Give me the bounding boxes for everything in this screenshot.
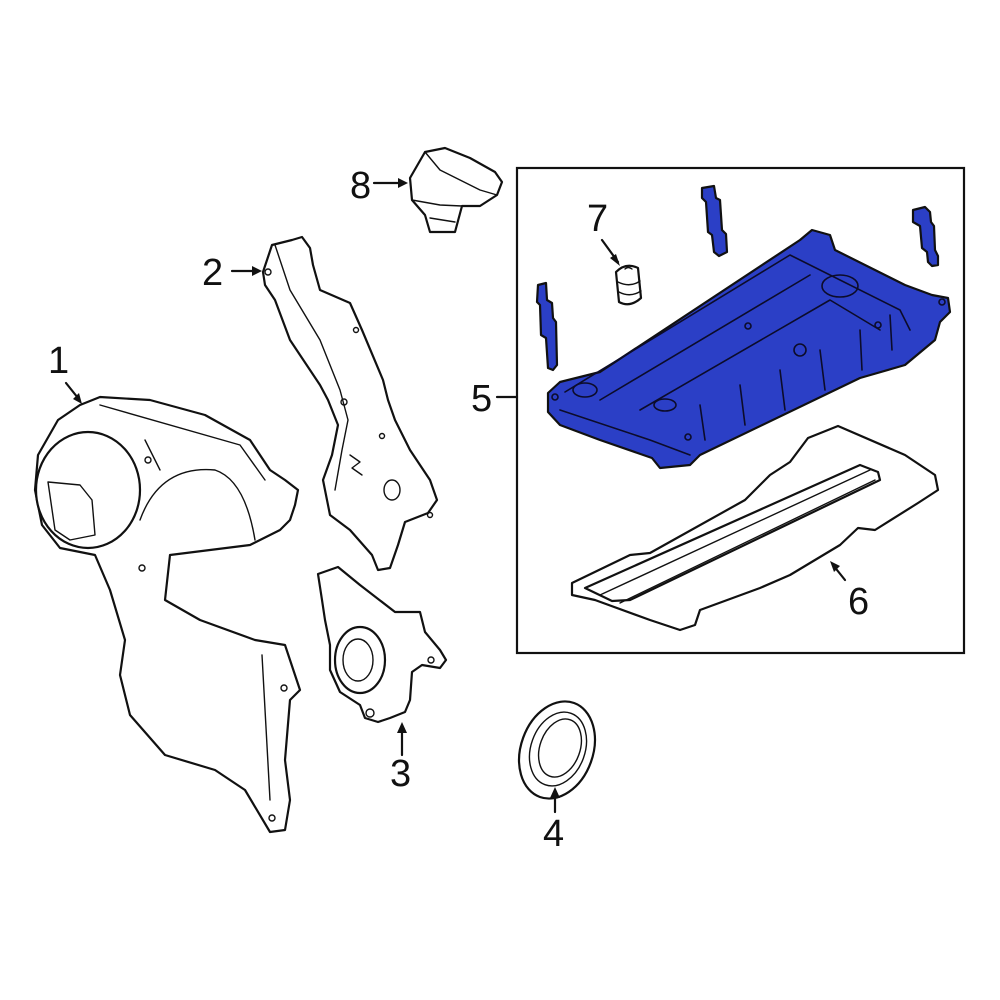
timing-cover[interactable] [33,395,302,834]
callout-6-label[interactable]: 6 [848,581,870,623]
crankshaft-seal[interactable] [506,691,608,810]
callout-8-label[interactable]: 8 [350,165,372,207]
callout-5-label[interactable]: 5 [471,378,493,420]
front-cover[interactable] [316,565,448,724]
callout-3-label[interactable]: 3 [390,753,412,795]
valve-cover[interactable] [546,228,952,470]
valve-cover-gasket[interactable] [570,424,940,632]
callout-2-label[interactable]: 2 [202,252,224,294]
callout-4-label[interactable]: 4 [543,813,565,855]
callout-1-label[interactable]: 1 [48,340,70,382]
callout-2-arrowhead [252,266,262,276]
callout-3-arrowhead [397,722,407,733]
oil-filler-cap[interactable] [408,146,504,234]
callout-7-arrowhead [610,254,620,266]
callout-1-leader [64,381,80,400]
valve-cover-bolt-right[interactable] [911,205,940,268]
timing-cover-rear-bracket[interactable] [261,235,439,572]
callout-4-arrowhead [550,787,560,798]
grommet[interactable] [614,264,643,306]
valve-cover-group-box [515,166,966,655]
valve-cover-bolt-center[interactable] [700,184,729,258]
callout-8-arrowhead [398,178,408,188]
callout-1-arrowhead [73,393,82,404]
callout-7-label[interactable]: 7 [587,198,609,240]
valve-cover-bolt-left[interactable] [535,281,559,372]
callout-6-arrowhead [830,561,840,572]
